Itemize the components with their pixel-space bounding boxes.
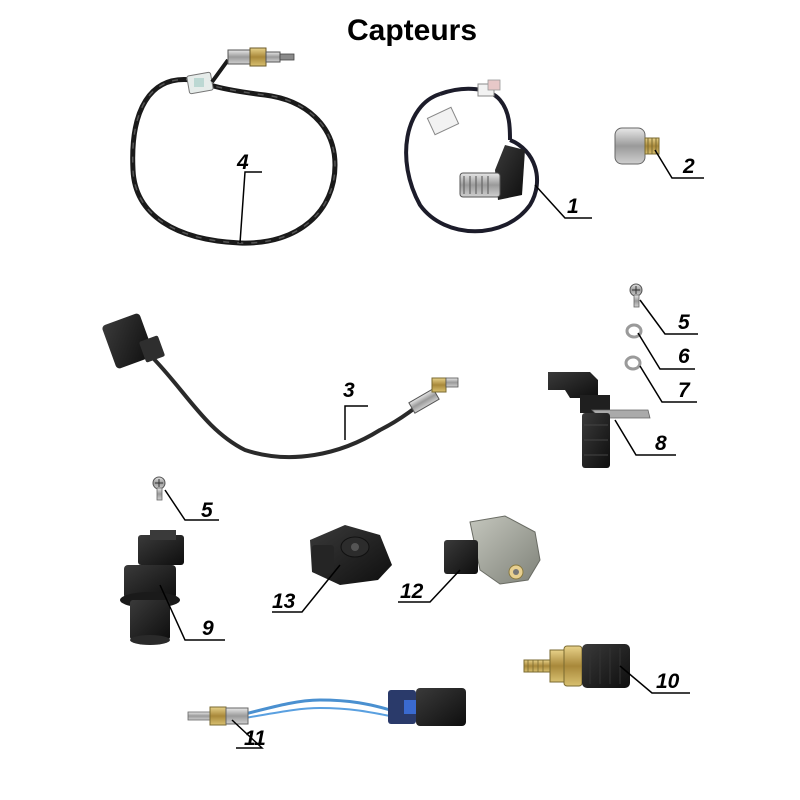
callout-5-top: 5 (678, 311, 690, 334)
part-3-sensor (102, 313, 459, 460)
callout-12: 12 (400, 580, 424, 603)
part-1-speed-sensor (404, 79, 540, 234)
part-9-position-sensor (120, 530, 184, 645)
callout-2: 2 (683, 155, 695, 178)
callout-6: 6 (678, 345, 690, 368)
callout-13: 13 (272, 590, 296, 613)
diagram-title: Capteurs (346, 14, 478, 47)
callout-11: 11 (244, 727, 266, 750)
callout-9: 9 (202, 617, 214, 640)
part-8-position-sensor (548, 372, 651, 468)
leader-8 (614, 419, 676, 456)
leader-5-bottom (164, 489, 219, 521)
leader-lines (159, 149, 704, 749)
leader-4 (239, 171, 262, 244)
callout-5-bottom: 5 (201, 499, 213, 522)
leader-6 (637, 332, 695, 370)
leader-2 (654, 149, 704, 179)
part-5-screw-bottom (152, 476, 166, 501)
leader-10 (619, 665, 690, 694)
leader-11 (231, 719, 264, 749)
leader-7 (639, 365, 697, 403)
leader-3 (344, 405, 368, 440)
callout-1: 1 (567, 195, 579, 218)
callout-3: 3 (343, 379, 355, 402)
leader-12 (398, 569, 461, 603)
callout-8: 8 (655, 432, 667, 455)
leader-1 (534, 184, 592, 219)
leader-9 (159, 584, 225, 641)
callout-10: 10 (656, 670, 680, 693)
callout-4: 4 (237, 151, 249, 174)
leader-5-top (639, 299, 698, 335)
callout-7: 7 (678, 379, 690, 402)
part-11-temperature-sensor (187, 688, 466, 726)
part-10-temperature-sensor (523, 644, 630, 688)
part-2-cap-nut (614, 127, 660, 165)
part-7-washer (624, 355, 642, 371)
part-12-throttle-position-sensor (444, 515, 541, 585)
part-6-washer (625, 323, 643, 339)
part-13-sensor (310, 525, 392, 585)
part-5-screw-top (629, 283, 643, 308)
leader-13 (272, 564, 341, 613)
part-4-oxygen-sensor (130, 47, 338, 246)
